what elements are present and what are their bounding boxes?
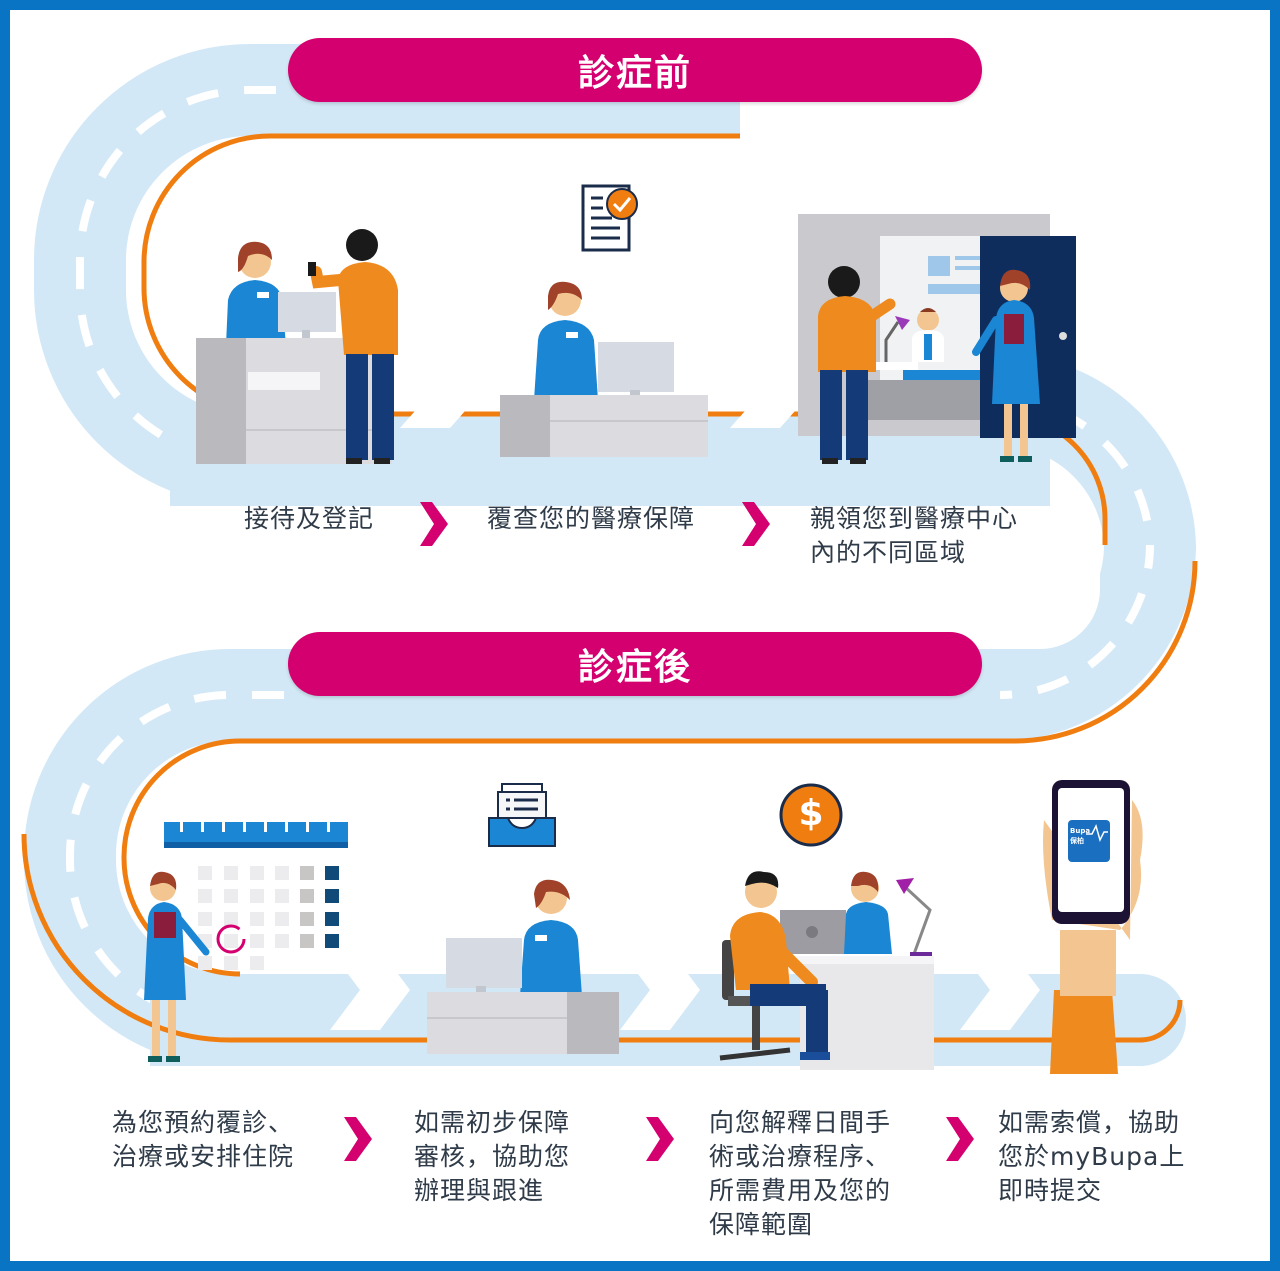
bupa-logo-text: Bupa 保柏 <box>1070 827 1091 845</box>
dollar-symbol: $ <box>798 793 824 834</box>
step-caption-cost-explain: 向您解釋日間手 術或治療程序、 所需費用及您的 保障範圍 <box>709 1108 892 1239</box>
step-caption-reception: 接待及登記 <box>244 504 375 533</box>
lower-inner-area <box>150 741 1100 974</box>
step-caption-booking: 為您預約覆診、 治療或安排住院 <box>112 1108 295 1171</box>
dollar-coin-icon <box>779 783 843 847</box>
step-caption-coverage-review: 覆查您的醫療保障 <box>487 504 696 533</box>
step-caption-mybupa: 如需索償，協助 您於myBupa上 即時提交 <box>998 1108 1186 1205</box>
coverage-review-illustration <box>500 281 708 457</box>
chevron-right-icon <box>946 1117 974 1161</box>
claims-staff-illustration <box>427 879 619 1054</box>
bupa-app-logo <box>1068 820 1110 862</box>
section-title-before: 診症前 <box>288 38 982 102</box>
step-caption-guide: 親領您到醫療中心 內的不同區域 <box>810 504 1019 567</box>
mobile-app-illustration <box>1043 780 1143 1074</box>
road-upper-dashes <box>76 86 740 464</box>
reception-desk-illustration <box>196 229 398 464</box>
chevron-right-icon <box>344 1117 372 1161</box>
chevron-right-icon <box>742 502 770 546</box>
section-title-after: 診症後 <box>288 632 982 696</box>
road-arrows <box>330 360 1040 1030</box>
inbox-tray-icon <box>488 783 556 847</box>
booking-staff-illustration <box>144 871 210 1062</box>
step-caption-claims-review: 如需初步保障 審核，協助您 辦理與跟進 <box>414 1108 571 1205</box>
calendar-grid <box>198 866 339 970</box>
section-title-before-text: 診症前 <box>577 53 692 94</box>
chevron-right-icon <box>420 502 448 546</box>
finance-consult-illustration <box>719 871 934 1070</box>
calendar-icon <box>164 818 348 970</box>
document-check-icon <box>581 184 638 252</box>
section-title-after-text: 診症後 <box>577 647 692 688</box>
doctor-room-illustration <box>798 214 1076 464</box>
middle-inner-area <box>100 506 1100 649</box>
chevron-right-icon <box>646 1117 674 1161</box>
